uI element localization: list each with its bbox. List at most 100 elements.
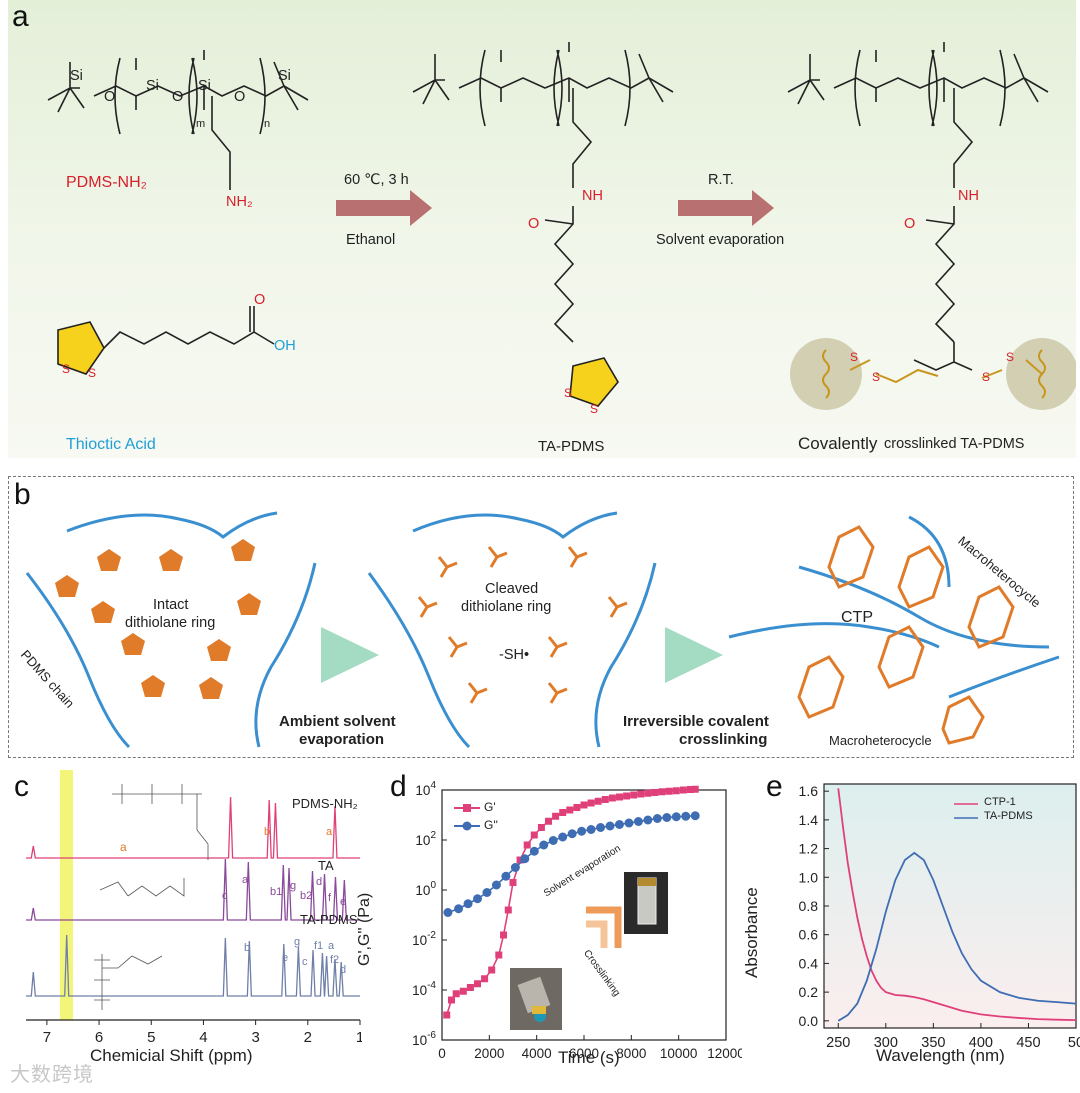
absorbance-x-tick-label: 400: [969, 1035, 993, 1051]
rheology-point: [545, 817, 552, 825]
rheology-point: [443, 1011, 451, 1019]
intact-rings: [55, 539, 261, 699]
pdms-backbone-3: [787, 42, 1049, 371]
intact-label-1: Intact: [153, 597, 189, 613]
rheology-point: [687, 786, 694, 793]
nmr-trace-1: [26, 858, 360, 921]
nmr-x-axis-title: Chemicial Shift (ppm): [90, 1046, 253, 1065]
rheology-y-tick-label: 10-4: [412, 980, 436, 998]
panel-a: Si O Si O Si O Si m n NH₂ PDMS-NH₂ Thioc…: [8, 0, 1078, 458]
rheology-x-tick-label: 4000: [522, 1046, 552, 1061]
pdms-backbone-2: [412, 42, 674, 343]
legend-ta-pdms: TA-PDMS: [984, 810, 1033, 822]
rheology-point: [558, 832, 568, 842]
rheology-point: [500, 931, 508, 939]
rheology-point: [501, 871, 511, 881]
cleaved-label-2: dithiolane ring: [461, 599, 552, 615]
nh-label-2: NH: [958, 188, 979, 204]
cleaved-rings: [417, 546, 628, 704]
nmr-peak-label: f2: [330, 954, 340, 966]
absorbance-y-tick-label: 1.4: [799, 812, 819, 828]
rheology-point: [523, 841, 531, 849]
rheology-point: [586, 825, 596, 834]
step1-conditions: 60 ℃, 3 h: [344, 172, 409, 188]
rheology-point: [587, 799, 595, 807]
panel-a-scheme: [47, 42, 1078, 410]
rheology-y-tick-label: 104: [415, 780, 436, 798]
absorbance-x-tick-label: 450: [1016, 1035, 1040, 1051]
rheology-point: [548, 836, 558, 845]
nmr-peak-label: c: [222, 890, 228, 902]
ta-pdms-name: TA-PDMS: [538, 438, 605, 455]
rheology-point: [605, 821, 615, 831]
watermark: 大数跨境: [10, 1062, 94, 1086]
absorbance-y-tick-label: 0.6: [799, 927, 819, 943]
ta-pdms-dithiolane-ring: [569, 357, 619, 407]
nmr-peak-label: d: [340, 964, 347, 976]
step-arrow-2: [665, 627, 723, 683]
process-chevron: [586, 906, 622, 948]
nmr-peak-label: e: [340, 896, 347, 908]
nmr-peak-label: b: [244, 942, 251, 954]
rheology-point: [630, 791, 638, 799]
intact-label-2: dithiolane ring: [125, 615, 216, 631]
o-label: O: [172, 89, 184, 105]
nmr-highlight-band: [59, 770, 73, 1020]
rheology-point: [566, 806, 574, 814]
rheology-point: [658, 788, 666, 796]
rheology-point: [482, 888, 492, 897]
ta-s-label: S: [62, 362, 71, 376]
rheology-y-tick-label: 100: [415, 880, 436, 898]
pdms-nh2-name: PDMS-NH₂: [66, 174, 147, 191]
m-subscript: m: [196, 118, 206, 130]
panel-letter-b: b: [14, 478, 31, 511]
rheology-point: [454, 904, 464, 914]
rheology-x-tick-label: 2000: [474, 1046, 504, 1061]
reaction-arrow-1: [336, 190, 432, 226]
rheology-y-tick-label: 10-2: [412, 930, 436, 948]
rheology-point: [520, 854, 530, 864]
rheology-point: [691, 785, 699, 793]
rheology-x-tick-label: 6000: [569, 1046, 599, 1061]
rheology-x-tick-label: 10000: [660, 1046, 698, 1061]
pdms-chains-stage2: [367, 511, 657, 749]
o-label: O: [104, 89, 116, 105]
nmr-x-tick-label: 7: [43, 1029, 51, 1046]
absorbance-x-tick-label: 300: [874, 1035, 898, 1051]
vial-photo-2: [510, 968, 562, 1030]
rheology-point: [601, 796, 609, 803]
rheology-point: [637, 790, 645, 798]
ta-o-label: O: [254, 292, 266, 308]
rheology-point: [615, 820, 624, 829]
reaction-arrow-2: [678, 190, 774, 226]
rheology-point: [671, 812, 681, 822]
rheology-point: [537, 824, 545, 831]
rheology-x-tick-label: 8000: [616, 1046, 646, 1061]
absorbance-x-tick-label: 250: [826, 1035, 850, 1051]
rheology-y-tick-label: 102: [415, 830, 436, 848]
step2-label-2: crosslinking: [679, 731, 768, 748]
rheology-point: [651, 789, 659, 796]
absorbance-y-tick-label: 0.0: [799, 1013, 819, 1029]
rheology-point: [473, 894, 482, 904]
nmr-trace-2: [26, 934, 360, 997]
absorbance-series-ta-pdms: [837, 851, 1077, 1022]
absorbance-y-axis-title: Absorbance: [742, 887, 761, 978]
o-label: O: [234, 89, 246, 105]
nmr-peak-label: c: [302, 956, 308, 968]
rheology-point: [559, 809, 567, 816]
step1-label-1: Ambient solvent: [279, 713, 396, 730]
rheology-point: [573, 804, 581, 811]
pdms-chains-stage3: [728, 515, 1060, 699]
absorbance-y-tick-label: 1.2: [799, 841, 819, 857]
nmr-x-tick-label: 1: [356, 1029, 362, 1046]
nmr-struct-label-a: a: [120, 840, 127, 854]
rheology-point: [644, 789, 652, 797]
si-label: Si: [146, 78, 159, 94]
absorbance-series-ctp1: [837, 788, 1077, 1022]
covalent-label-2: crosslinked TA-PDMS: [884, 436, 1025, 452]
rheology-point: [633, 817, 643, 826]
nmr-peak-label: g: [294, 936, 301, 948]
pdms-backbone: [47, 50, 309, 190]
